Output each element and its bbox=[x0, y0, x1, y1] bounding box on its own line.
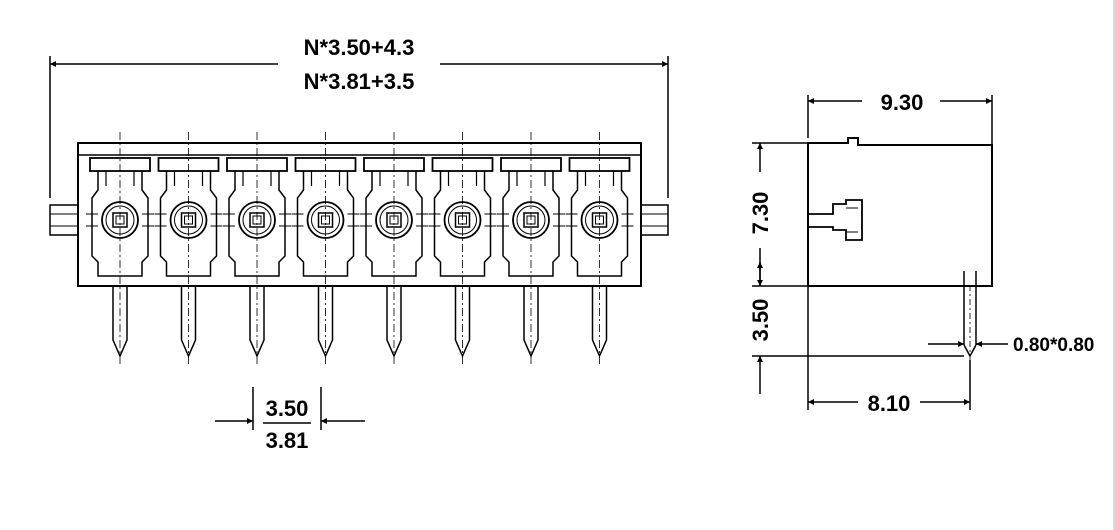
pin-offset-label: 8.10 bbox=[868, 391, 911, 416]
side-view bbox=[752, 95, 1008, 410]
front-view bbox=[49, 56, 669, 430]
pole-cage-inner bbox=[516, 171, 546, 186]
pole-cage-inner bbox=[447, 171, 478, 186]
pin-length-label: 3.50 bbox=[748, 299, 773, 342]
pitch-label-a: 3.50 bbox=[266, 396, 309, 421]
right-flange bbox=[640, 204, 669, 236]
overall-length-label-a: N*3.50+4.3 bbox=[304, 35, 415, 60]
pole-pin bbox=[386, 286, 402, 358]
pole-pin bbox=[112, 286, 128, 358]
pole-array bbox=[86, 132, 634, 366]
side-body-outline bbox=[807, 137, 993, 287]
side-latch bbox=[808, 199, 863, 241]
pole-pin bbox=[591, 286, 608, 358]
pole-cage-inner bbox=[379, 171, 409, 186]
pole-pin bbox=[249, 286, 265, 358]
pole-pin bbox=[523, 286, 539, 358]
depth-label: 9.30 bbox=[881, 90, 924, 115]
pitch-label-b: 3.81 bbox=[266, 428, 309, 453]
overall-length-label-b: N*3.81+3.5 bbox=[304, 69, 415, 94]
pole-cage-inner bbox=[310, 171, 341, 186]
pole-cage-inner bbox=[242, 171, 272, 186]
pole-cage-inner bbox=[173, 171, 204, 186]
pole-pin bbox=[454, 286, 471, 358]
body-height-label: 7.30 bbox=[748, 192, 773, 235]
pole-pin bbox=[180, 286, 197, 358]
pin-section-label: 0.80*0.80 bbox=[1013, 335, 1094, 356]
left-flange bbox=[49, 204, 79, 236]
pole-pin bbox=[317, 286, 334, 358]
pole-cage-inner bbox=[584, 171, 615, 186]
right-edge-strip bbox=[1113, 0, 1115, 530]
pole-cage-inner bbox=[105, 171, 135, 186]
